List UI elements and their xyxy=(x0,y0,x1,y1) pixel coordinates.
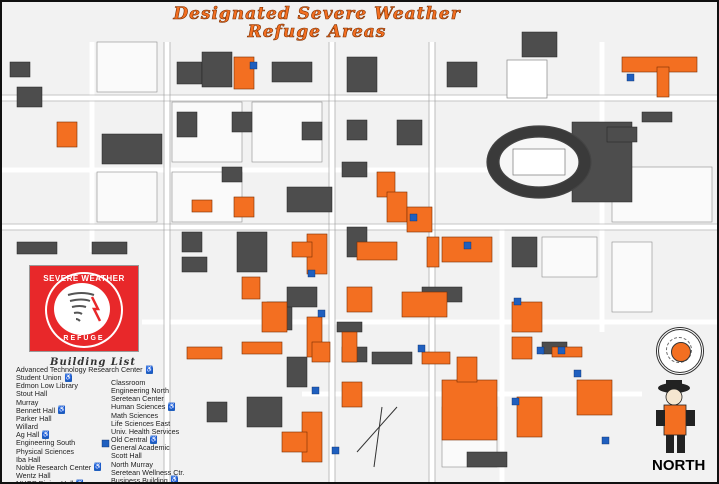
practice-field xyxy=(506,59,548,99)
wheelchair-icon: ♿ xyxy=(58,407,66,415)
building-name: Noble Research Center xyxy=(16,462,92,472)
badge-top-text: SEVERE WEATHER xyxy=(43,274,125,283)
building-list-item: Human Sciences♿ xyxy=(111,402,176,412)
building-name: Physical Sciences xyxy=(16,446,74,456)
building-list-item: Business Building♿ xyxy=(111,475,179,484)
building-list-item: Seretean Wellness Ctr. xyxy=(111,467,185,477)
building-name: NHOP Dining Hall xyxy=(16,479,74,484)
building-name: General Academic xyxy=(111,443,170,453)
building-name: Student Union xyxy=(16,373,62,383)
building-list-item: Iba Hall xyxy=(16,454,41,464)
severe-weather-refuge-badge: SEVERE WEATHER REFUGE xyxy=(29,265,139,352)
parking-lots xyxy=(96,41,713,468)
wheelchair-icon: ♿ xyxy=(42,431,50,439)
building-name: Old Central xyxy=(111,435,148,445)
building-list-item: Advanced Technology Research Center♿ xyxy=(16,366,153,374)
map-title-line1: Designated Severe Weather xyxy=(173,4,461,25)
building-list-item: Classroom xyxy=(111,379,145,387)
building-name: Math Sciences xyxy=(111,410,159,420)
building-list-item: NHOP Dining Hall♿ xyxy=(16,479,84,484)
building-name: Scott Hall xyxy=(111,451,142,461)
wheelchair-icon: ♿ xyxy=(170,477,179,484)
building-list-item: North Murray xyxy=(111,459,153,469)
accessible-markers xyxy=(101,61,635,455)
building-list-item: Stout Hall xyxy=(16,390,47,398)
tornado-icon xyxy=(54,283,110,335)
refuge-buildings xyxy=(56,56,698,463)
wheelchair-icon: ♿ xyxy=(64,374,73,382)
building-name: Willard xyxy=(16,422,38,432)
building-name: North Murray xyxy=(111,459,153,469)
building-list-item: Scott Hall xyxy=(111,452,142,460)
building-list-item: Old Central♿ xyxy=(111,435,158,445)
building-name: Univ. Health Services xyxy=(111,426,180,436)
building-name: Seretean Wellness Ctr. xyxy=(111,467,185,477)
university-seal-icon xyxy=(656,327,704,375)
stadium xyxy=(486,125,592,199)
building-list-item: Math Sciences xyxy=(111,410,159,420)
building-name: Parker Hall xyxy=(16,413,52,423)
wheelchair-icon: ♿ xyxy=(150,436,158,444)
wheelchair-icon: ♿ xyxy=(168,404,176,412)
map-title-line2: Refuge Areas xyxy=(247,22,387,43)
building-list-item: Noble Research Center♿ xyxy=(16,462,102,472)
building-list-item: Physical Sciences xyxy=(16,446,74,456)
building-name: Human Sciences xyxy=(111,402,166,412)
building-list-item: Engineering North xyxy=(111,387,169,395)
building-name: Life Sciences East xyxy=(111,418,171,428)
building-list-item: Murray xyxy=(16,397,39,407)
building-list-item: Univ. Health Services xyxy=(111,426,180,436)
badge-bottom-text: REFUGE xyxy=(63,335,105,342)
building-name: Advanced Technology Research Center xyxy=(16,365,143,374)
building-list-item: Parker Hall xyxy=(16,413,52,423)
building-name: Iba Hall xyxy=(16,454,41,464)
building-list-item: Life Sciences East xyxy=(111,418,171,428)
seal-core xyxy=(671,342,691,362)
building-name: Ag Hall xyxy=(16,430,40,440)
building-list-item: Willard xyxy=(16,423,38,431)
walkway xyxy=(356,406,398,468)
building-name: Bennett Hall xyxy=(16,405,56,415)
building-name: Engineering South xyxy=(16,438,76,448)
wheelchair-icon: ♿ xyxy=(94,464,102,472)
building-list-item: Student Union♿ xyxy=(16,374,72,382)
building-name: Stout Hall xyxy=(16,389,48,399)
building-list-item: Engineering South xyxy=(16,439,75,447)
building-list-item: Ag Hall♿ xyxy=(16,430,50,440)
building-list-title: Building List xyxy=(50,357,136,368)
building-name: Murray xyxy=(16,397,39,407)
building-name: Edmon Low Library xyxy=(16,381,78,391)
building-list-item: Wentz Hall xyxy=(16,470,51,480)
building-name: Wentz Hall xyxy=(16,470,51,480)
wheelchair-icon: ♿ xyxy=(76,480,84,482)
building-name: Engineering North xyxy=(111,386,169,396)
building-list-item: General Academic xyxy=(111,444,170,452)
wheelchair-icon: ♿ xyxy=(145,366,154,374)
building-name: Classroom xyxy=(111,378,146,387)
seal-ring xyxy=(666,337,692,363)
street-outlines xyxy=(2,42,717,482)
building-list-item: Bennett Hall♿ xyxy=(16,405,66,415)
building-name: Business Building xyxy=(111,475,168,484)
building-name: Seretean Center xyxy=(111,394,164,404)
building-list-item: Seretean Center xyxy=(111,395,164,403)
streets xyxy=(2,42,717,482)
north-label: NORTH xyxy=(652,457,706,474)
building-list-item: Edmon Low Library xyxy=(16,382,78,390)
